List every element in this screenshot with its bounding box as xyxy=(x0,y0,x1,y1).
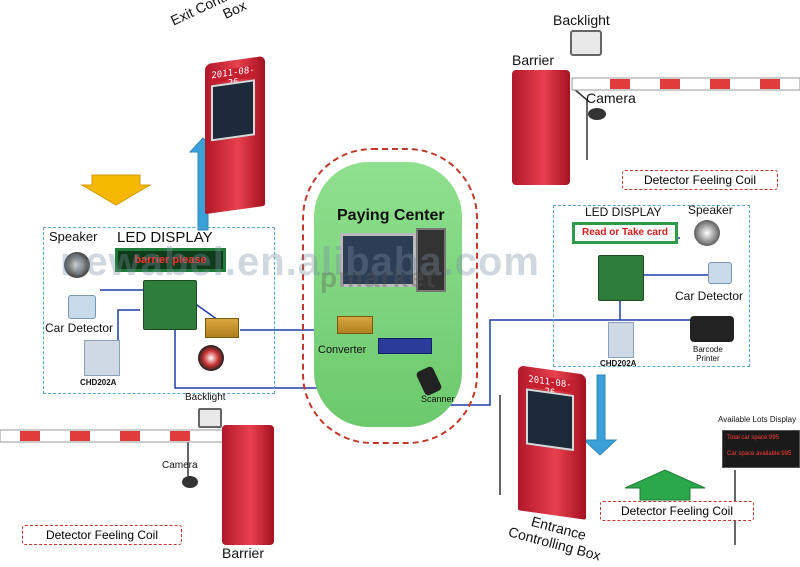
network-switch xyxy=(378,338,432,354)
camera-top-label: Camera xyxy=(586,90,636,106)
barcode-printer-device xyxy=(690,316,734,342)
bottom-backlight-icon xyxy=(198,408,222,428)
right-controller-board xyxy=(598,255,644,301)
right-led-label: LED DISPLAY xyxy=(585,205,662,219)
right-led-display: Read or Take card xyxy=(572,222,678,244)
backlight-bottom-label: Backlight xyxy=(185,392,226,403)
left-scanner-device xyxy=(198,345,224,371)
entrance-kiosk-screen xyxy=(526,388,574,452)
pc-monitor xyxy=(340,233,416,287)
right-speaker-icon xyxy=(694,220,720,246)
converter-device xyxy=(337,316,373,334)
coil-top: Detector Feeling Coil xyxy=(622,170,778,190)
exit-direction-arrow xyxy=(80,174,152,206)
left-card-reader xyxy=(84,340,120,376)
right-car-detector-icon xyxy=(708,262,732,284)
bottom-camera-icon xyxy=(182,476,198,488)
left-converter-device xyxy=(205,318,239,338)
right-car-detector-label: Car Detector xyxy=(675,289,744,303)
watermark: newabel.en.alibaba.com xyxy=(60,240,540,284)
left-led-display: barrier please xyxy=(115,248,226,272)
top-backlight-icon xyxy=(570,30,602,56)
available-lots-line2: Car space available:995 xyxy=(727,451,792,457)
left-speaker-label: Speaker xyxy=(49,229,98,244)
left-controller-board xyxy=(143,280,197,330)
coil-bottom-right: Detector Feeling Coil xyxy=(600,501,754,521)
left-speaker-icon xyxy=(64,252,90,278)
barrier-bottom-label: Barrier xyxy=(222,545,265,561)
exit-panel xyxy=(43,227,275,394)
entrance-panel xyxy=(553,205,750,367)
available-lots-title: Available Lots Display xyxy=(718,415,797,424)
printer-label-line2: Printer xyxy=(696,354,720,363)
right-chd-label: CHD202A xyxy=(600,359,637,368)
printer-label-line1: Barcode xyxy=(693,345,723,354)
left-chd-label: CHD202A xyxy=(80,378,117,387)
barcode-printer-label: Barcode Printer xyxy=(693,345,723,363)
right-card-reader xyxy=(608,322,634,358)
left-car-detector-icon xyxy=(68,295,96,319)
converter-label: Converter xyxy=(318,344,367,356)
right-speaker-label: Speaker xyxy=(688,203,733,217)
bottom-barrier-body xyxy=(222,425,274,545)
available-lots-line1: Total car space:995 xyxy=(727,435,780,441)
backlight-top-label: Backlight xyxy=(553,12,610,28)
coil-bottom-left: Detector Feeling Coil xyxy=(22,525,182,545)
watermark-logo: pmarket xyxy=(320,262,436,293)
left-led-label: LED DISPLAY xyxy=(117,229,213,246)
pc-tower xyxy=(416,228,446,292)
paying-center-title: Paying Center xyxy=(337,207,445,224)
left-car-detector-label: Car Detector xyxy=(45,321,114,335)
camera-bottom-label: Camera xyxy=(162,460,198,471)
scanner-label: Scanner xyxy=(421,394,455,404)
entrance-kiosk: 2011-08-26 xyxy=(518,365,586,520)
exit-kiosk-screen xyxy=(211,79,255,142)
paying-center-outline xyxy=(302,148,478,444)
barrier-top-label: Barrier xyxy=(512,52,555,68)
top-barrier-body xyxy=(512,70,570,185)
top-camera-icon xyxy=(588,108,606,120)
exit-kiosk: 2011-08-26 xyxy=(205,55,265,215)
entrance-direction-arrow xyxy=(624,469,706,501)
entrance-down-arrow xyxy=(582,374,618,456)
available-lots-panel: Total car space:995 Car space available:… xyxy=(722,430,800,468)
